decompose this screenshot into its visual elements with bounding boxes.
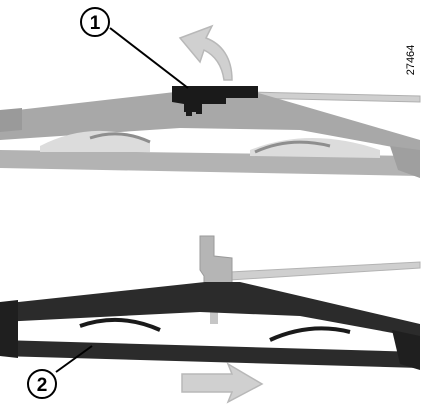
lower-wiper-assembly (0, 236, 420, 370)
upper-wiper-assembly (0, 86, 420, 178)
slide-arrow-icon (182, 364, 262, 402)
lift-arrow-icon (180, 26, 232, 80)
figure-reference-code: 27464 (405, 45, 417, 76)
callout-1-label: 1 (90, 13, 101, 34)
callout-2-label: 2 (37, 375, 48, 396)
callout-1: 1 (81, 8, 188, 88)
lower-wiper-arm (230, 262, 420, 280)
